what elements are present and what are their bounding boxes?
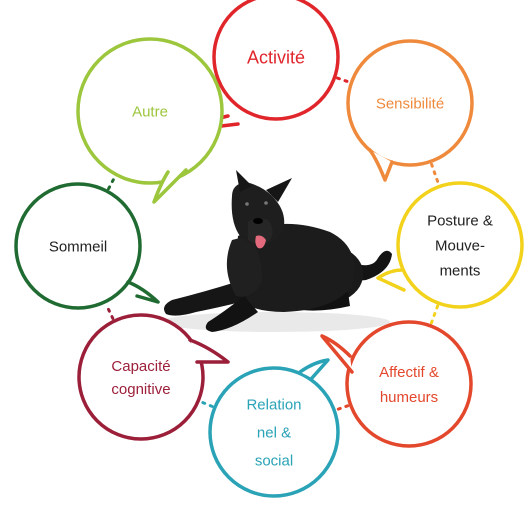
bubble-label-affectif: humeurs	[380, 389, 438, 406]
bubble-label-relation: social	[255, 452, 293, 469]
lying-black-dog-icon	[160, 170, 392, 332]
bubble-label-posture: ments	[440, 262, 481, 279]
bubble-relation: Relation nel & social	[210, 360, 338, 496]
connector-capacite	[106, 305, 113, 319]
bubble-label-posture: Posture &	[427, 212, 493, 229]
bubble-autre: Autre	[78, 39, 222, 202]
bubble-posture: Posture & Mouve-ments	[378, 183, 522, 307]
bubble-label-autre: Autre	[132, 103, 168, 120]
bubble-label-sensibilite: Sensibilité	[376, 95, 444, 112]
bubble-label-capacite: Capacité	[111, 358, 170, 375]
connector-affectif	[337, 406, 348, 410]
bubble-sensibilite: Sensibilité	[348, 41, 472, 180]
bubble-tail	[322, 336, 352, 372]
bubble-circle	[79, 315, 203, 439]
bubble-label-relation: Relation	[246, 396, 301, 413]
bubble-tail	[128, 282, 158, 302]
connector-relation	[201, 402, 212, 407]
bubble-label-affectif: Affectif &	[379, 364, 439, 381]
bubble-capacite: Capacité cognitive	[79, 315, 228, 439]
connector-sensibilite	[432, 164, 439, 183]
bubble-label-capacite: cognitive	[111, 381, 170, 398]
bubble-affectif: Affectif & humeurs	[322, 322, 471, 446]
bubble-circle	[347, 322, 471, 446]
bubble-activite: Activité	[205, 0, 338, 128]
bubble-sommeil: Sommeil	[16, 184, 158, 308]
bubble-label-posture: Mouve-	[435, 237, 485, 254]
bubble-tail	[378, 270, 404, 290]
connector-activite	[337, 78, 348, 82]
bubble-label-activite: Activité	[247, 47, 305, 67]
connector-posture	[431, 306, 437, 323]
bubble-label-relation: nel &	[257, 424, 291, 441]
connector-sommeil	[109, 177, 115, 188]
bubble-label-sommeil: Sommeil	[49, 238, 107, 255]
